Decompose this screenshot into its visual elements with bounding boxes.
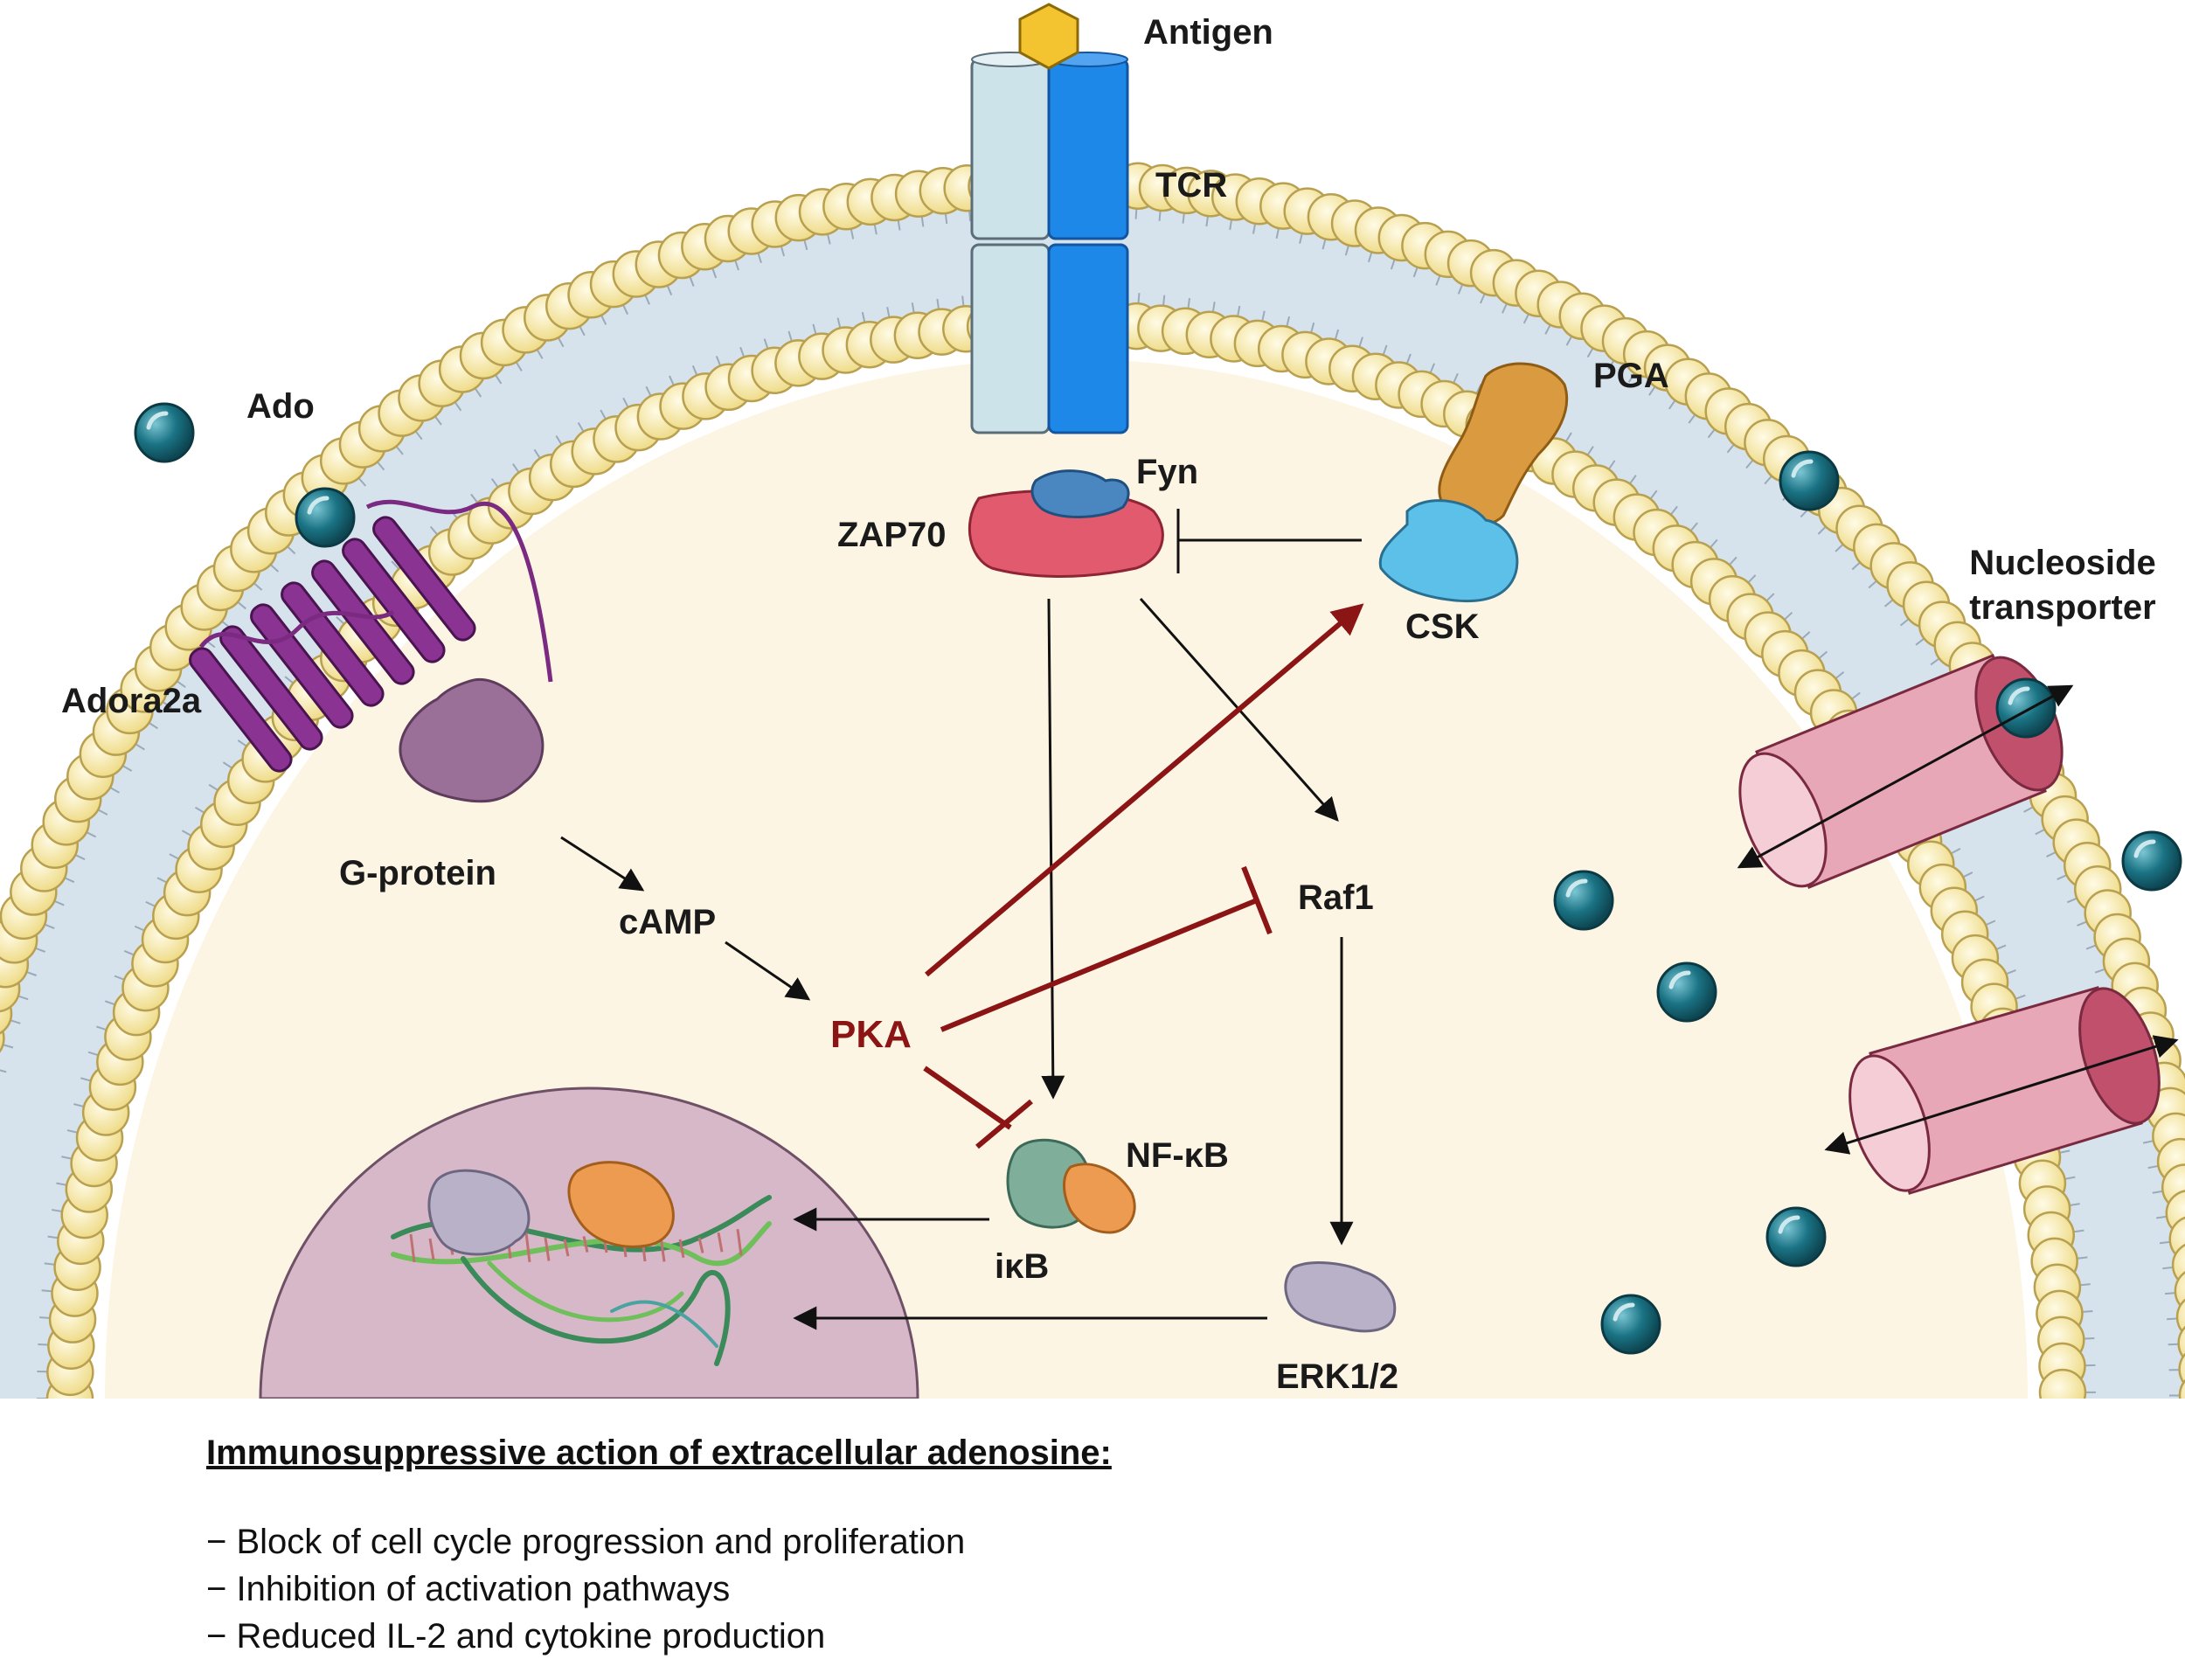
label-nfkb: NF-κB [1126, 1136, 1229, 1175]
label-transporter: transporter [1969, 588, 2155, 627]
erk-on-dna-icon [427, 1169, 531, 1256]
caption-item: − Inhibition of activation pathways [206, 1570, 731, 1608]
arrow-camp-pka [725, 941, 811, 1001]
cell-diagram-svg: Antigen TCR Ado PGA Fyn ZAP70 CSK Nucleo… [0, 3, 2185, 1399]
csk-icon [1378, 499, 1519, 603]
label-adora2a: Adora2a [61, 682, 202, 720]
label-antigen: Antigen [1143, 13, 1273, 52]
label-g-protein: G-protein [339, 854, 496, 892]
lipid-tail [0, 1043, 14, 1049]
caption-item: − Reduced IL-2 and cytokine production [206, 1617, 826, 1656]
dna-rung [524, 1232, 531, 1262]
lipid-head [2175, 1298, 2185, 1336]
pka-effects [923, 603, 1364, 1149]
nfkb-on-dna-icon [567, 1161, 675, 1248]
arrow-pka-csk [925, 603, 1364, 977]
activation-arrows [560, 598, 2179, 1330]
label-ado: Ado [246, 387, 315, 426]
arrow-gprotein-camp [560, 836, 645, 892]
nfkb-icon [1063, 1163, 1136, 1234]
label-csk: CSK [1405, 607, 1480, 646]
lipid-head [2177, 1325, 2185, 1361]
label-tcr: TCR [1155, 166, 1227, 205]
lipid-head [2038, 1368, 2087, 1399]
label-fyn: Fyn [1136, 453, 1198, 491]
lipid-head [2178, 1378, 2185, 1399]
adenosine-molecule [1765, 1206, 1827, 1267]
adenosine-molecule [295, 487, 356, 548]
dna-rung [717, 1232, 724, 1253]
adenosine-molecule [1779, 450, 1840, 511]
dna-rung [697, 1237, 704, 1253]
lipid-tail [2168, 1368, 2185, 1371]
adenosine-molecule [1995, 677, 2057, 739]
label-erk: ERK1/2 [1276, 1357, 1398, 1396]
inhibition-pka-raf1 [940, 898, 1259, 1032]
label-pka: PKA [830, 1013, 912, 1056]
inhibition-pka-ikb [923, 1066, 1012, 1130]
caption-list: − Block of cell cycle progression and pr… [206, 1518, 2042, 1660]
adora2a-helix [189, 647, 293, 773]
label-camp: cAMP [619, 903, 716, 941]
adenosine-molecule [1553, 870, 1614, 931]
adenosine-molecule [2121, 830, 2182, 892]
caption-item: − Block of cell cycle progression and pr… [206, 1523, 966, 1561]
lipid-tail [0, 1069, 7, 1073]
tcr-receptor [970, 52, 1129, 434]
dna-rung [582, 1236, 589, 1253]
inhibition-pka-ikb-bar [975, 1099, 1033, 1149]
adora2a-helix [372, 516, 476, 642]
dna-rung [678, 1239, 685, 1259]
label-raf1: Raf1 [1298, 878, 1374, 917]
erk-icon [1284, 1261, 1397, 1333]
fyn-icon [1030, 469, 1130, 518]
adora2a-helix [342, 538, 446, 663]
arrow-zap70-ikb [1041, 598, 1065, 1100]
inhibition-pka-raf1-bar [1241, 865, 1273, 935]
adenosine-molecule [1656, 961, 1717, 1023]
adora2a-helix [250, 603, 354, 729]
dna-rung [409, 1233, 416, 1263]
dna-rung [544, 1237, 551, 1261]
antigen-icon [1018, 3, 1079, 70]
inhibition-csk-zap70 [1176, 509, 1362, 573]
arrow-transporter-upper [1737, 684, 2074, 869]
dna-rung [428, 1238, 435, 1260]
dna-rung [736, 1229, 743, 1256]
adora2a-helix [281, 581, 385, 707]
label-ikb: iκB [995, 1247, 1049, 1286]
g-protein-icon [399, 677, 545, 803]
label-pga: PGA [1593, 357, 1669, 395]
dna-rung [563, 1239, 570, 1257]
caption-title: Immunosuppressive action of extracellula… [206, 1434, 1112, 1472]
adora2a-receptor [189, 499, 553, 773]
arrow-transporter-lower [1824, 1035, 2179, 1155]
caption-block: Immunosuppressive action of extracellula… [206, 1434, 2042, 1660]
label-zap70: ZAP70 [837, 516, 947, 554]
pga-icon [1438, 362, 1569, 527]
lipid-head [2178, 1352, 2185, 1386]
diagram-labels: Antigen TCR Ado PGA Fyn ZAP70 CSK Nucleo… [61, 13, 2156, 1396]
lipid-head [2174, 1271, 2185, 1311]
adora2a-helix [219, 625, 323, 751]
label-nucleoside: Nucleoside [1969, 544, 2155, 582]
adenosine-molecule [134, 402, 195, 463]
adenosine-molecule [1600, 1294, 1661, 1355]
